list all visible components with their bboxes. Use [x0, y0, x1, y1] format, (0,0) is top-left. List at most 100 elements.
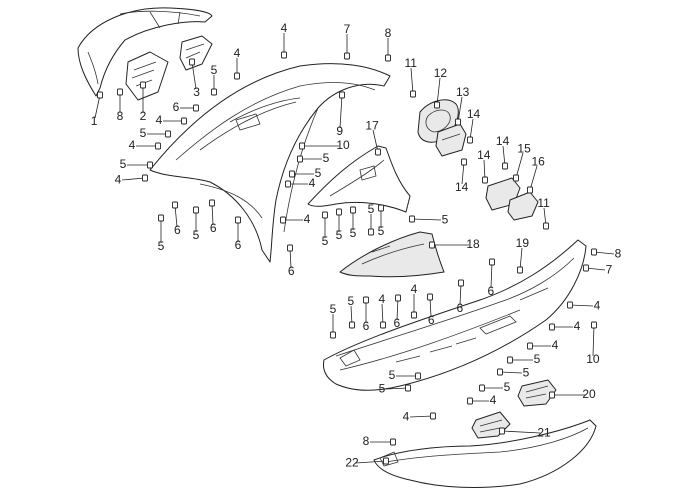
callout-c5j: 5: [350, 206, 357, 240]
part-inner-lower-panel: [339, 231, 445, 278]
fastener-mark: [434, 101, 440, 109]
callout-c3: 3: [189, 58, 200, 99]
callout-number: 6: [174, 223, 181, 237]
callout-number: 6: [210, 221, 217, 235]
leader-line: [94, 94, 101, 119]
fastener-mark: [591, 248, 597, 256]
callout-c5k: 5: [368, 202, 375, 236]
callout-c4e: 4: [115, 173, 148, 187]
callout-c5e: 5: [289, 166, 322, 180]
fastener-mark: [280, 216, 286, 224]
callout-number: 6: [393, 316, 400, 330]
callout-number: 4: [234, 46, 241, 60]
callout-c12: 12: [434, 66, 447, 109]
fastener-mark: [527, 186, 533, 194]
leader-line: [499, 371, 523, 374]
fastener-mark: [497, 368, 503, 376]
callout-c5r: 5: [479, 380, 511, 394]
callout-number: 5: [211, 63, 218, 77]
callout-c6j: 6: [427, 293, 435, 327]
callout-c5b: 5: [140, 126, 171, 140]
fastener-mark: [467, 136, 473, 144]
callout-c5n: 5: [330, 302, 337, 339]
callout-number: 4: [304, 212, 311, 226]
callout-number: 6: [288, 264, 295, 278]
fastener-mark: [380, 321, 386, 329]
callout-c22: 22: [345, 455, 389, 469]
callout-number: 14: [467, 107, 481, 121]
part-inner-side-panel: [307, 145, 411, 213]
callout-number: 11: [404, 56, 417, 70]
callout-number: 14: [477, 148, 491, 162]
fastener-mark: [234, 72, 240, 80]
callout-c4k: 4: [549, 319, 581, 333]
callout-number: 4: [115, 173, 122, 187]
callout-c17: 17: [365, 118, 381, 156]
fastener-mark: [549, 323, 555, 331]
callout-c4n: 4: [403, 409, 436, 423]
callout-number: 5: [523, 365, 530, 379]
fastener-mark: [549, 391, 555, 399]
callout-number: 21: [537, 425, 551, 439]
fastener-mark: [97, 91, 103, 99]
callout-number: 8: [615, 247, 622, 261]
callout-c16: 16: [527, 154, 545, 194]
fastener-mark: [411, 311, 417, 319]
callout-c14b: 14: [477, 148, 491, 184]
callout-number: 5: [336, 228, 343, 242]
fastener-mark: [140, 81, 146, 89]
callout-number: 16: [531, 154, 545, 168]
callout-number: 4: [411, 282, 418, 296]
fastener-mark: [287, 244, 293, 252]
leader-line: [121, 177, 146, 181]
part-lower-side-fairing: [323, 239, 587, 391]
fastener-mark: [211, 88, 217, 96]
leader-line: [457, 96, 463, 123]
fastener-mark: [395, 294, 401, 302]
fastener-mark: [427, 293, 433, 301]
leader-line: [461, 161, 465, 185]
callout-c8c: 8: [591, 247, 622, 261]
callout-c6e: 6: [287, 244, 295, 278]
callout-c4c: 4: [156, 113, 187, 127]
callout-number: 17: [365, 118, 379, 132]
callout-c15: 15: [513, 141, 531, 182]
callout-number: 5: [442, 212, 449, 226]
callout-c7a: 7: [344, 22, 351, 60]
leader-line: [339, 94, 343, 129]
leader-line: [585, 267, 606, 271]
callout-c10b: 10: [586, 321, 600, 366]
callout-c14d: 14: [496, 134, 510, 170]
leader-line: [501, 430, 541, 434]
fastener-mark: [189, 58, 195, 66]
leader-line: [191, 61, 197, 90]
callout-c11a: 11: [404, 56, 417, 98]
callout-number: 6: [363, 319, 370, 333]
fastener-mark: [330, 331, 336, 339]
fastener-mark: [172, 201, 178, 209]
callout-number: 6: [488, 284, 495, 298]
callout-c19: 19: [516, 236, 529, 274]
callout-number: 8: [117, 109, 124, 123]
fastener-mark: [158, 214, 164, 222]
callout-number: 10: [586, 352, 600, 366]
callout-c21: 21: [499, 425, 551, 439]
leader-line: [381, 303, 384, 326]
callout-number: 5: [389, 368, 396, 382]
fastener-mark: [383, 457, 389, 465]
callout-c4m: 4: [467, 393, 497, 407]
fastener-mark: [499, 427, 505, 435]
callout-c4a: 4: [234, 46, 241, 80]
callout-c4f: 4: [285, 176, 316, 190]
fastener-mark: [527, 342, 533, 350]
callout-number: 4: [378, 292, 385, 306]
callout-number: 8: [385, 26, 392, 40]
fastener-mark: [339, 91, 345, 99]
callout-c4h: 4: [378, 292, 386, 329]
fastener-mark: [467, 397, 473, 405]
callout-number: 7: [606, 263, 613, 277]
callout-c6c: 6: [209, 199, 217, 235]
fastener-mark: [415, 372, 421, 380]
